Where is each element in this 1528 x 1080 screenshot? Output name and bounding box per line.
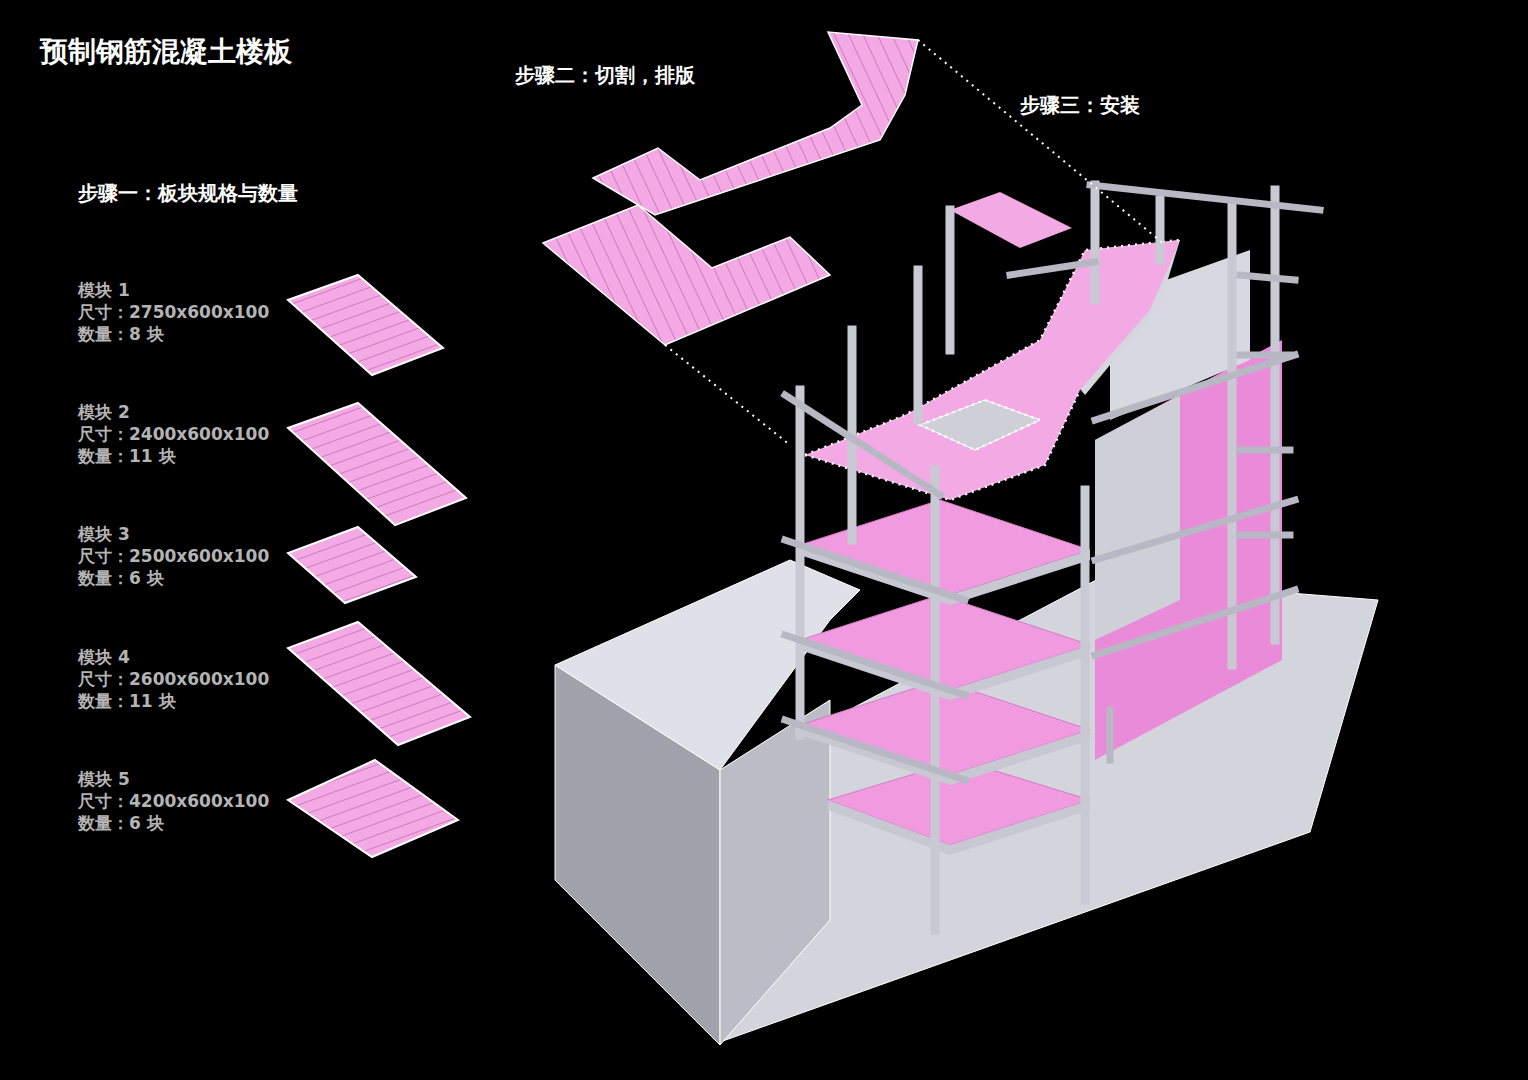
drawing-part	[805, 240, 1180, 455]
drawing-part	[914, 270, 923, 420]
drawing-part	[920, 400, 1040, 450]
module-quantity: 数量：6 块	[78, 814, 164, 834]
leader-lines	[665, 40, 1165, 445]
drawing-part	[800, 595, 1090, 690]
drawing-part	[1095, 500, 1295, 560]
drawing-part	[950, 550, 1090, 605]
drawing-part	[1010, 262, 1095, 275]
drawing-part	[288, 622, 470, 745]
drawing-part	[785, 720, 965, 780]
drawing-part	[1095, 395, 1180, 640]
structural-beams	[785, 185, 1320, 780]
drawing-part	[1081, 490, 1090, 900]
drawing-part	[805, 390, 1080, 500]
module-slabs	[288, 275, 470, 857]
module-size: 尺寸：2750x600x100	[78, 303, 269, 323]
drawing-part	[796, 390, 805, 735]
drawing-part	[785, 395, 940, 495]
drawing-part	[805, 240, 1180, 500]
diagram-title: 预制钢筋混凝土楼板	[40, 36, 292, 68]
module-name: 模块 2	[78, 403, 130, 423]
step-heading: 步骤一：板块规格与数量	[78, 182, 298, 205]
drawing-part	[950, 800, 1090, 855]
drawing-part	[543, 205, 830, 345]
drawing-part	[1095, 355, 1295, 420]
roof-slab	[805, 192, 1180, 500]
floor-slabs	[800, 500, 1090, 845]
drawing-part	[1240, 275, 1295, 280]
step-heading: 步骤二：切割，排版	[515, 64, 695, 87]
module-quantity: 数量：8 块	[78, 325, 164, 345]
drawing-part	[785, 635, 965, 695]
drawing-part	[946, 210, 955, 350]
drawing-part	[720, 700, 830, 1045]
drawing-part	[1271, 190, 1280, 640]
drawing-part	[1240, 532, 1290, 539]
drawing-part	[918, 40, 1165, 245]
module-size: 尺寸：4200x600x100	[78, 792, 269, 812]
drawing-part	[288, 403, 466, 525]
module-size: 尺寸：2400x600x100	[78, 425, 269, 445]
drawing-part	[931, 470, 940, 930]
module-name: 模块 1	[78, 281, 130, 301]
module-size: 尺寸：2500x600x100	[78, 547, 269, 567]
drawing-part	[800, 500, 1090, 595]
drawing-part	[1107, 710, 1114, 760]
drawing-part	[288, 760, 458, 857]
drawing-part	[665, 345, 790, 445]
drawing-part	[288, 275, 443, 375]
step-heading: 步骤三：安装	[1020, 94, 1140, 117]
drawing-part	[1228, 205, 1237, 665]
drawing-part	[1156, 200, 1165, 260]
module-name: 模块 4	[78, 648, 130, 668]
drawing-part	[1240, 447, 1290, 454]
drawing-part	[950, 730, 1090, 785]
drawing-part	[920, 400, 1040, 450]
drawing-part	[785, 540, 965, 600]
module-quantity: 数量：11 块	[78, 692, 176, 712]
drawing-part	[288, 527, 416, 603]
drawing-part	[1095, 590, 1295, 655]
module-quantity: 数量：6 块	[78, 569, 164, 589]
drawing-part	[950, 645, 1090, 700]
drawing-part	[1090, 185, 1320, 210]
drawing-part	[593, 32, 918, 215]
drawing-part	[1240, 352, 1290, 359]
module-name: 模块 5	[78, 770, 130, 790]
drawing-part	[1091, 185, 1100, 300]
structural-columns	[800, 185, 1275, 930]
module-name: 模块 3	[78, 525, 130, 545]
module-quantity: 数量：11 块	[78, 447, 176, 467]
drawing-part	[950, 192, 1072, 248]
module-size: 尺寸：2600x600x100	[78, 670, 269, 690]
